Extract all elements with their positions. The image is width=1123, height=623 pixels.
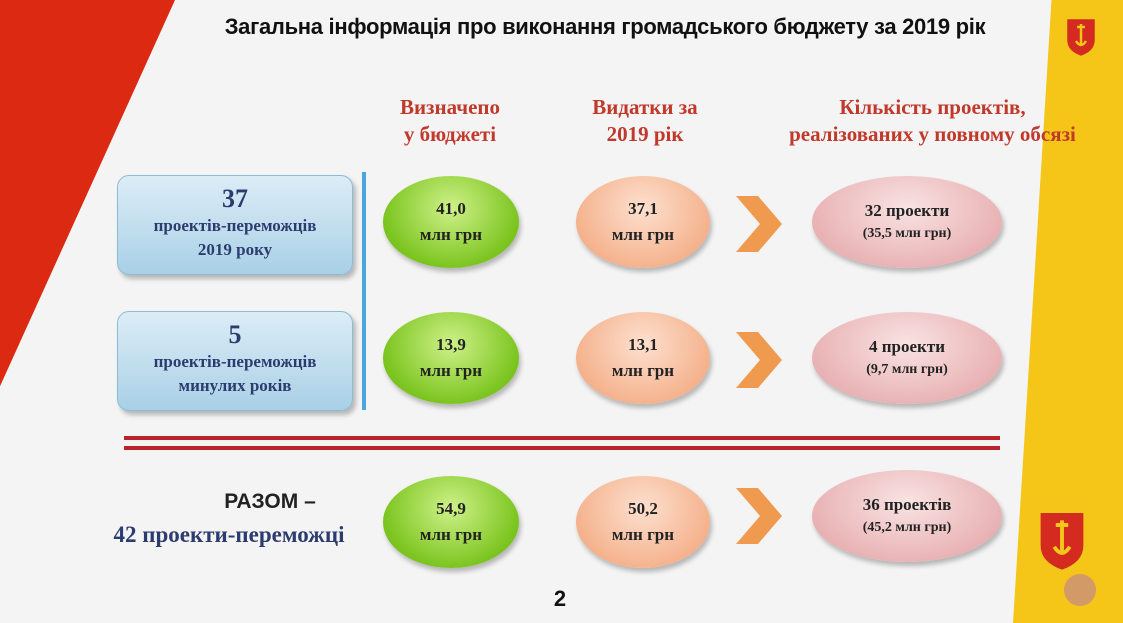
spent-unit: млн грн (611, 525, 675, 544)
column-header-line: реалізованих у повному обсязі (789, 122, 1076, 146)
column-header-line: Видатки за (592, 95, 698, 119)
result-amount: (35,5 млн грн) (862, 226, 952, 241)
divider-line (124, 436, 1000, 440)
budget-value: 41,0 (436, 199, 466, 218)
spent-ellipse: 37,1 млн грн (576, 176, 710, 268)
project-count: 5 (228, 320, 242, 349)
budget-unit: млн грн (419, 525, 483, 544)
spent-value: 13,1 (628, 335, 658, 354)
row-label-line: 2019 року (197, 240, 273, 259)
result-ellipse: 4 проекти (9,7 млн грн) (812, 312, 1002, 404)
row-label-line: проектів-переможців (153, 352, 317, 371)
total-projects-label: 42 проекти-переможці (113, 522, 345, 547)
row-label-box-2019: 37 проектів-переможців 2019 року (117, 175, 353, 275)
row-label-box-previous: 5 проектів-переможців минулих років (117, 311, 353, 411)
result-count: 4 проекти (869, 337, 945, 356)
budget-ellipse: 13,9 млн грн (383, 312, 519, 404)
column-header-spent: Видатки за 2019 рік (560, 94, 730, 148)
column-header-line: Кількість проектів, (839, 95, 1026, 119)
budget-ellipse: 54,9 млн грн (383, 476, 519, 568)
chevron-right-icon (736, 488, 782, 544)
column-header-budget: Визначепо у бюджеті (360, 94, 540, 148)
spent-ellipse: 13,1 млн грн (576, 312, 710, 404)
column-header-projects: Кількість проектів, реалізованих у повно… (760, 94, 1105, 148)
row-label-line: минулих років (178, 376, 292, 395)
result-count: 36 проектів (862, 495, 952, 514)
odesa-crest-icon (1036, 509, 1088, 574)
spent-unit: млн грн (611, 225, 675, 244)
result-amount: (45,2 млн грн) (862, 520, 952, 535)
column-header-line: у бюджеті (403, 122, 497, 146)
chevron-right-icon (736, 332, 782, 388)
spent-unit: млн грн (611, 361, 675, 380)
result-count: 32 проекти (864, 201, 950, 220)
watermark-seal (1064, 574, 1096, 606)
project-count: 37 (222, 184, 248, 213)
column-header-line: 2019 рік (606, 122, 684, 146)
result-ellipse: 32 проекти (35,5 млн грн) (812, 176, 1002, 268)
odesa-crest-icon (1064, 16, 1098, 58)
spent-value: 50,2 (628, 499, 658, 518)
result-ellipse: 36 проектів (45,2 млн грн) (812, 470, 1002, 562)
divider-line (124, 446, 1000, 450)
budget-value: 13,9 (436, 335, 466, 354)
budget-value: 54,9 (436, 499, 466, 518)
slide-title: Загальна інформація про виконання громад… (224, 14, 986, 39)
result-amount: (9,7 млн грн) (866, 362, 948, 377)
budget-ellipse: 41,0 млн грн (383, 176, 519, 268)
page-number: 2 (553, 586, 567, 611)
spent-value: 37,1 (628, 199, 658, 218)
chevron-right-icon (736, 196, 782, 252)
budget-unit: млн грн (419, 225, 483, 244)
column-header-line: Визначепо (399, 95, 501, 119)
vertical-separator (362, 172, 366, 410)
budget-unit: млн грн (419, 361, 483, 380)
total-label: РАЗОМ – (224, 490, 316, 513)
row-label-line: проектів-переможців (153, 216, 317, 235)
spent-ellipse: 50,2 млн грн (576, 476, 710, 568)
